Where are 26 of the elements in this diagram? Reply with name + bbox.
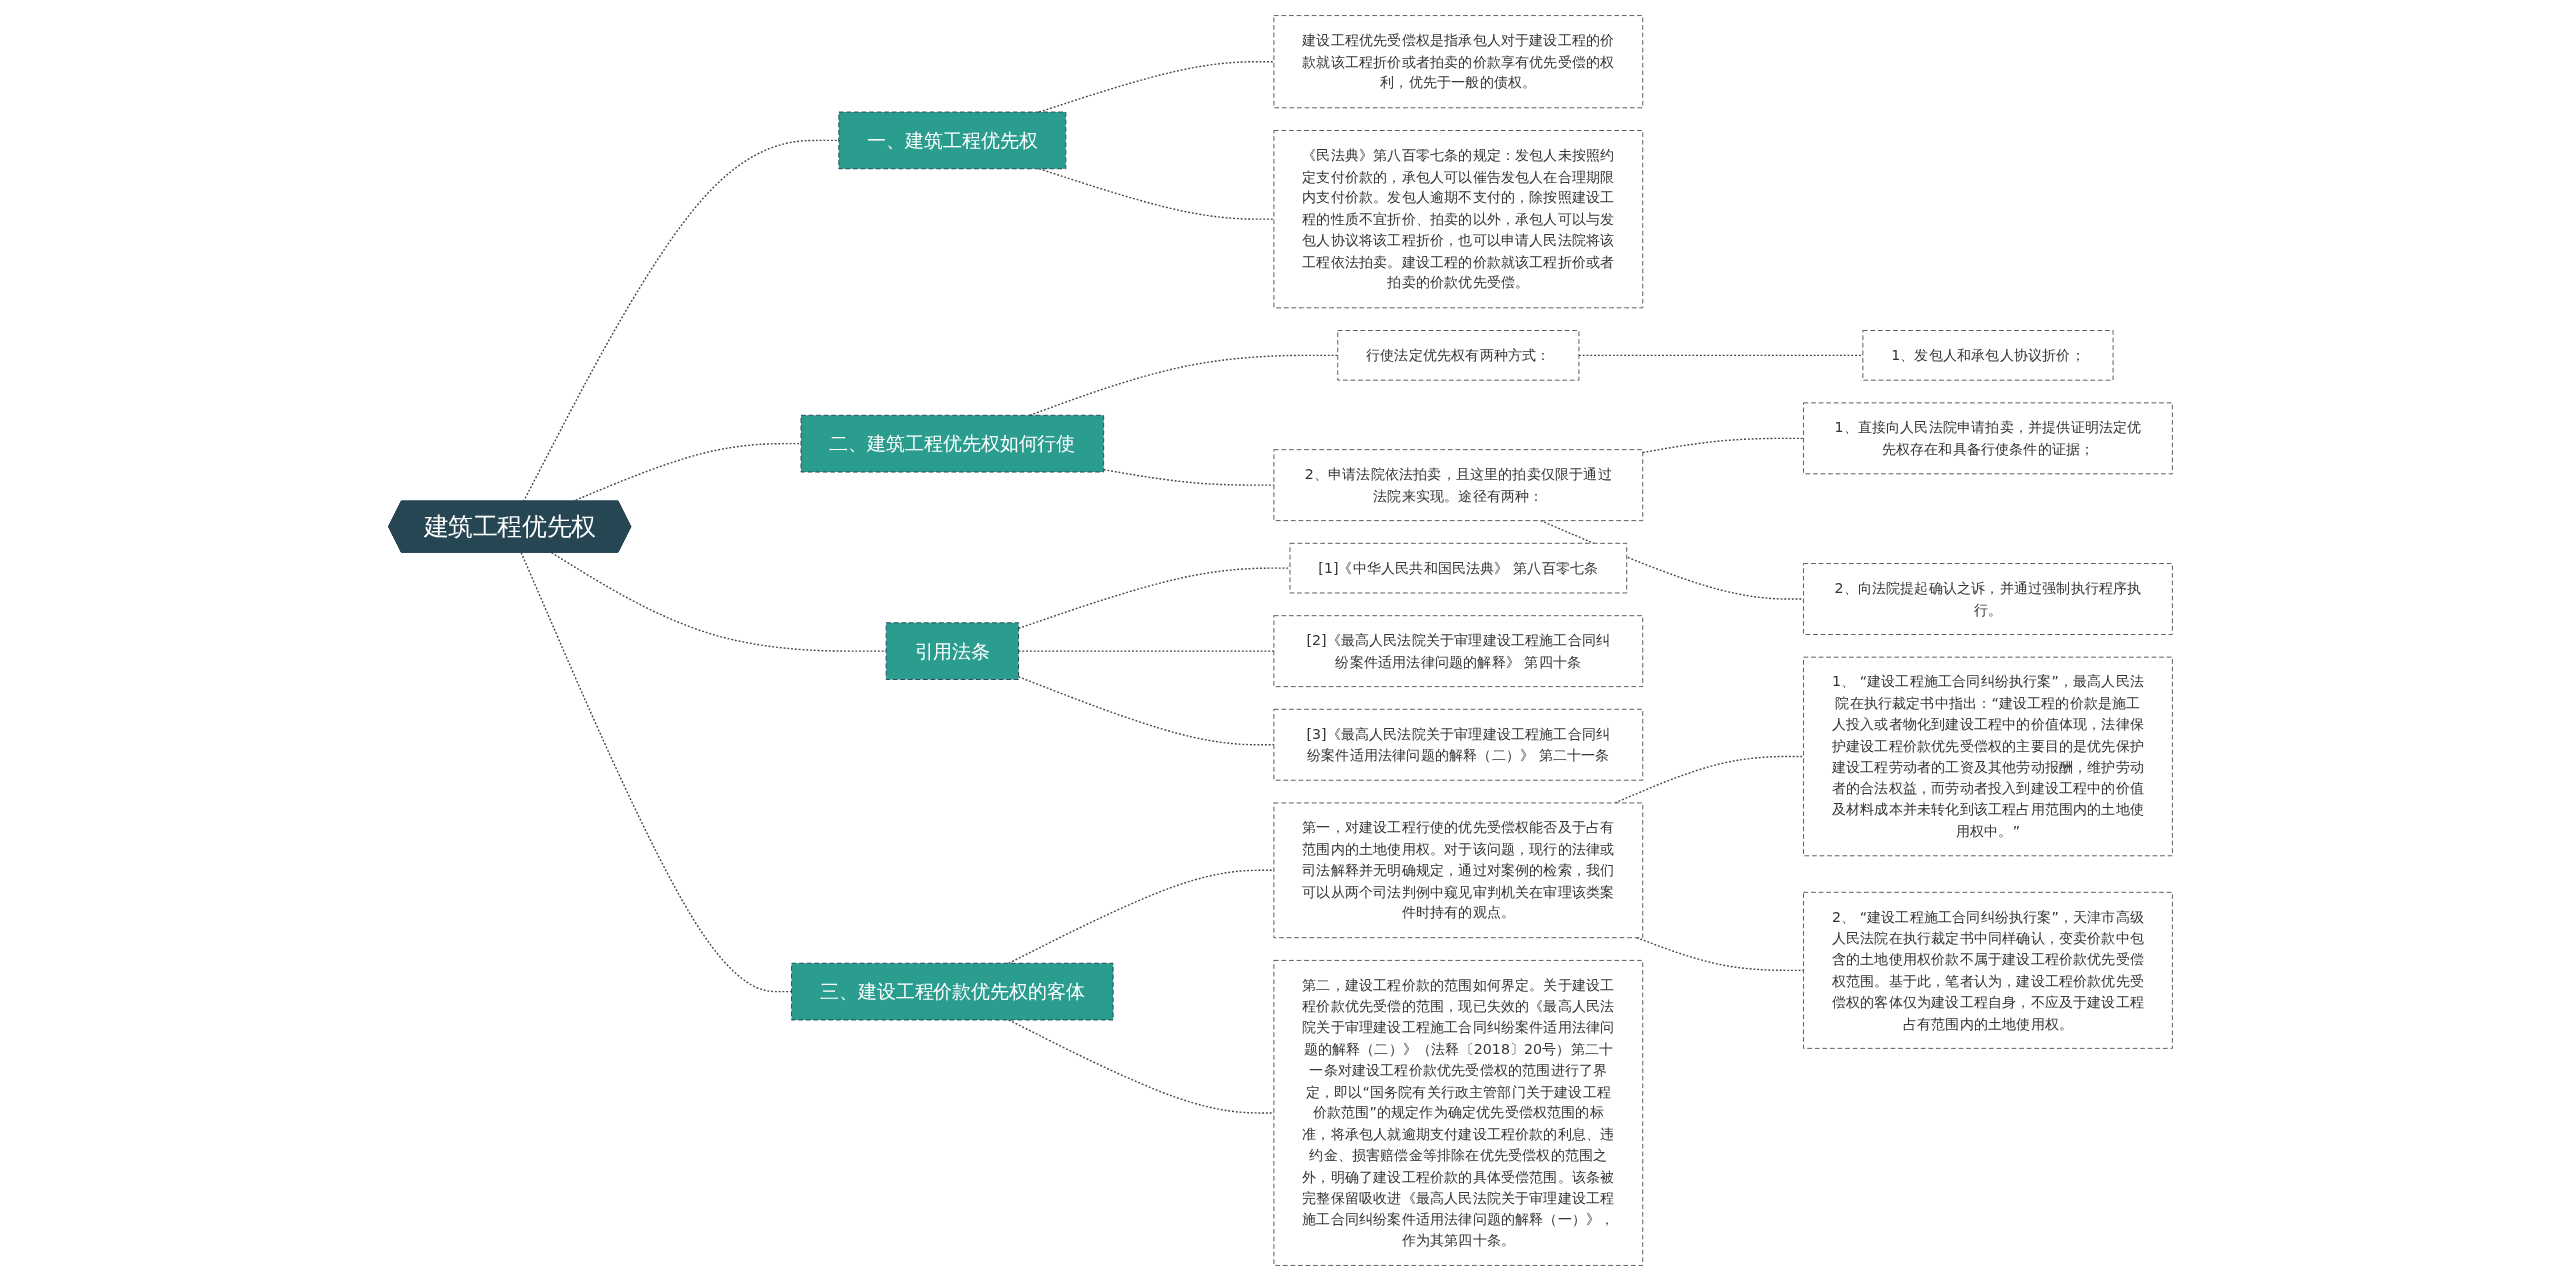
node-box: 2、 “建设工程施工合同纠纷执行案”，天津市高级人民法院在执行裁定书中同样确认，变卖价款中包含的土地使用权价款不属于建设工程价款优先受偿权范围。基于此，笔者认为，建设工程价款优先受偿权的客体仅为建设工程自身，不应及于建设工程占有范围内的土地使用权。 (1802, 891, 2173, 1049)
node-box: 一、建筑工程优先权 (837, 111, 1066, 170)
node-box: 建设工程优先受偿权是指承包人对于建设工程的价款就该工程折价或者拍卖的价款享有优先受偿的权利，优先于一般的债权。 (1272, 15, 1643, 109)
node-box: [2]《最高人民法院关于审理建设工程施工合同纠纷案件适用法律问题的解释》 第四十条 (1272, 615, 1643, 688)
node-box: 行使法定优先权有两种方式： (1336, 330, 1579, 381)
node-box: [3]《最高人民法院关于审理建设工程施工合同纠纷案件适用法律问题的解释（二）》 第二十一条 (1272, 708, 1643, 781)
connector (1641, 437, 1804, 454)
node-box: 第二，建设工程价款的范围如何界定。关于建设工程价款优先受偿的范围，现已失效的《最高人民法院关于审理建设工程施工合同纠纷案件适用法律问题的解释（二）》（法释〔2018〕20号）第二十一条对建设工程价款优先受偿权的范围进行了界定，即以“国务院有关行政主管部门关于建设工程价款范围”的规定作为确定优先受偿权范围的标准，将承包人就逾期支付建设工程价款的利息、违约金、损害赔偿金等排除在优先受偿权的范围之外，明确了建设工程价款的具体受偿范围。该条被完整保留吸收进《最高人民法院关于审理建设工程施工合同纠纷案件适用法律问题的解释（一）》，作为其第四十条。 (1272, 959, 1643, 1266)
node-box: 1、发包人和承包人协议折价； (1861, 330, 2114, 381)
connector (1577, 354, 1864, 357)
node-box: 2、向法院提起确认之诉，并通过强制执行程序执行。 (1802, 563, 2173, 635)
node-box: 引用法条 (885, 622, 1019, 680)
connector (1635, 937, 1804, 972)
node-box: 《民法典》第八百零七条的规定：发包人未按照约定支付价款的，承包人可以催告发包人在合理期限内支付价款。发包人逾期不支付的，除按照建设工程的性质不宜折价、拍卖的以外，承包人可以与发包人协议将该工程折价，也可以申请人民法院将该工程依法拍卖。建设工程的价款就该工程折价或者拍卖的价款优先受偿。 (1272, 130, 1643, 309)
node-box: 三、建设工程价款优先权的客体 (790, 962, 1114, 1021)
connector (522, 139, 840, 503)
node-box: 第一，对建设工程行使的优先受偿权能否及于占有范围内的土地使用权。对于该问题，现行的法律或司法解释并无明确规定，通过对案例的检索，我们可以从两个司法判例中窥见审判机关在审理该类案件时持有的观点。 (1272, 802, 1643, 939)
node-box: 1、 “建设工程施工合同纠纷执行案”，最高人民法院在执行裁定书中指出：“建设工程的价款是施工人投入或者物化到建设工程中的价值体现，法律保护建设工程价款优先受偿权的主要目的是优先保护建设工程劳动者的工资及其他劳动报酬，维护劳动者的合法权益，而劳动者投入到建设工程中的价值及材料成本并未转化到该工程占用范围内的土地使用权中。” (1802, 656, 2173, 857)
connector (520, 551, 792, 993)
connector (1007, 869, 1275, 964)
node-box: 2、申请法院依法拍卖，且这里的拍卖仅限于通过法院来实现。途径有两种： (1272, 449, 1643, 522)
connector (1017, 567, 1291, 630)
node-box: 二、建筑工程优先权如何行使 (800, 414, 1104, 473)
node-box: 1、直接向人民法院申请拍卖，并提供证明法定优先权存在和具备行使条件的证据； (1802, 402, 2173, 475)
connector (550, 551, 887, 652)
node-box: [1]《中华人民共和国民法典》 第八百零七条 (1289, 542, 1627, 594)
